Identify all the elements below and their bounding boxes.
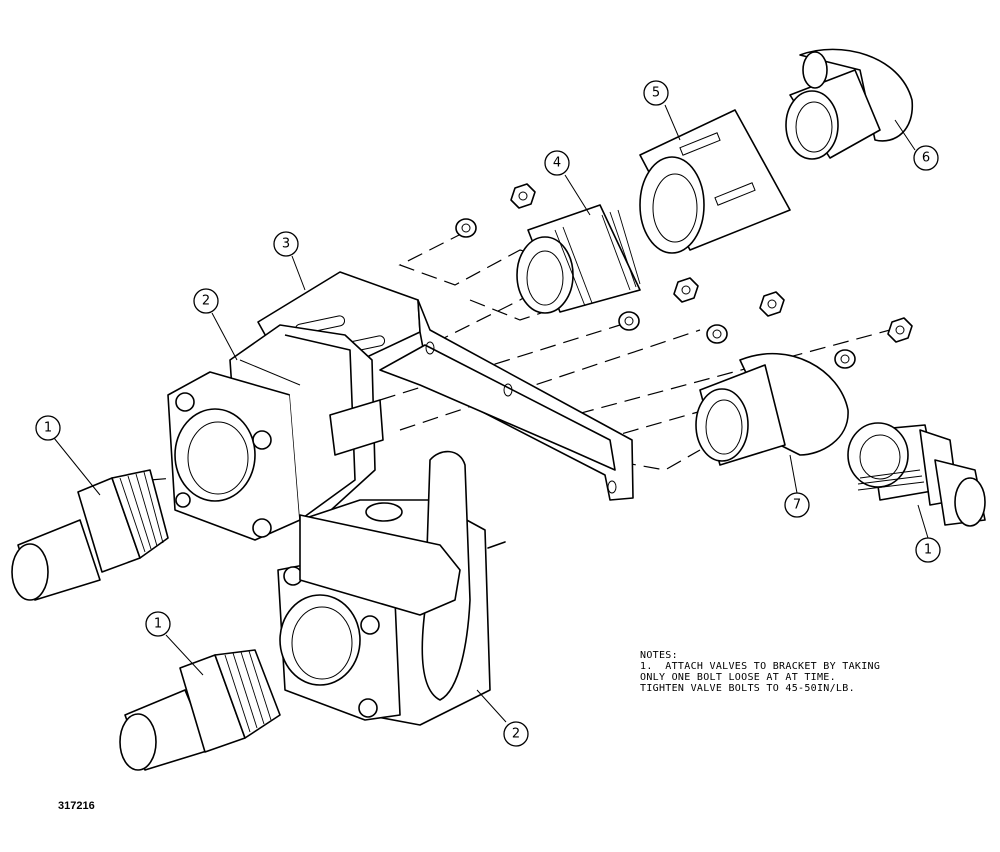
callout-4: 4 — [544, 150, 570, 176]
notes-line-2: ONLY ONE BOLT LOOSE AT AT TIME. — [640, 672, 836, 683]
svg-text:1: 1 — [154, 617, 162, 632]
svg-text:1: 1 — [924, 543, 932, 558]
elbow-fitting-top — [785, 48, 913, 160]
ball-valve-lower — [277, 450, 506, 726]
leader-lines — [53, 104, 929, 723]
svg-text:3: 3 — [282, 237, 290, 252]
callout-2-lower: 2 — [503, 721, 529, 747]
elbow-fitting-middle — [695, 352, 849, 466]
assembly-notes: NOTES: 1. ATTACH VALVES TO BRACKET BY TA… — [640, 650, 880, 694]
callout-1-left-lower: 1 — [145, 611, 171, 637]
svg-text:2: 2 — [512, 727, 520, 742]
figure-number: 317216 — [58, 800, 95, 812]
svg-text:2: 2 — [202, 294, 210, 309]
callout-5: 5 — [643, 80, 669, 106]
ball-valve-upper — [167, 324, 384, 541]
notes-line-1: 1. ATTACH VALVES TO BRACKET BY TAKING — [640, 661, 881, 672]
notes-heading: NOTES: — [640, 650, 678, 661]
notes-line-3: TIGHTEN VALVE BOLTS TO 45-50IN/LB. — [640, 683, 855, 694]
fasteners — [455, 183, 913, 369]
callout-1-right: 1 — [915, 537, 941, 563]
callout-7: 7 — [784, 492, 810, 518]
svg-text:5: 5 — [652, 86, 660, 101]
threaded-nipple — [516, 204, 641, 314]
callout-1-left-upper: 1 — [35, 415, 61, 441]
hose-barb-fitting-left-lower — [119, 649, 281, 771]
hose-barb-fitting-right — [847, 422, 986, 527]
svg-text:4: 4 — [553, 156, 561, 171]
svg-text:6: 6 — [922, 151, 930, 166]
callout-2-upper: 2 — [193, 288, 219, 314]
hose-barb-fitting-left-upper — [11, 469, 169, 601]
svg-text:7: 7 — [793, 498, 801, 513]
callout-3: 3 — [273, 231, 299, 257]
coupling-nut — [639, 109, 791, 254]
callout-6: 6 — [913, 145, 939, 171]
svg-text:1: 1 — [44, 421, 52, 436]
